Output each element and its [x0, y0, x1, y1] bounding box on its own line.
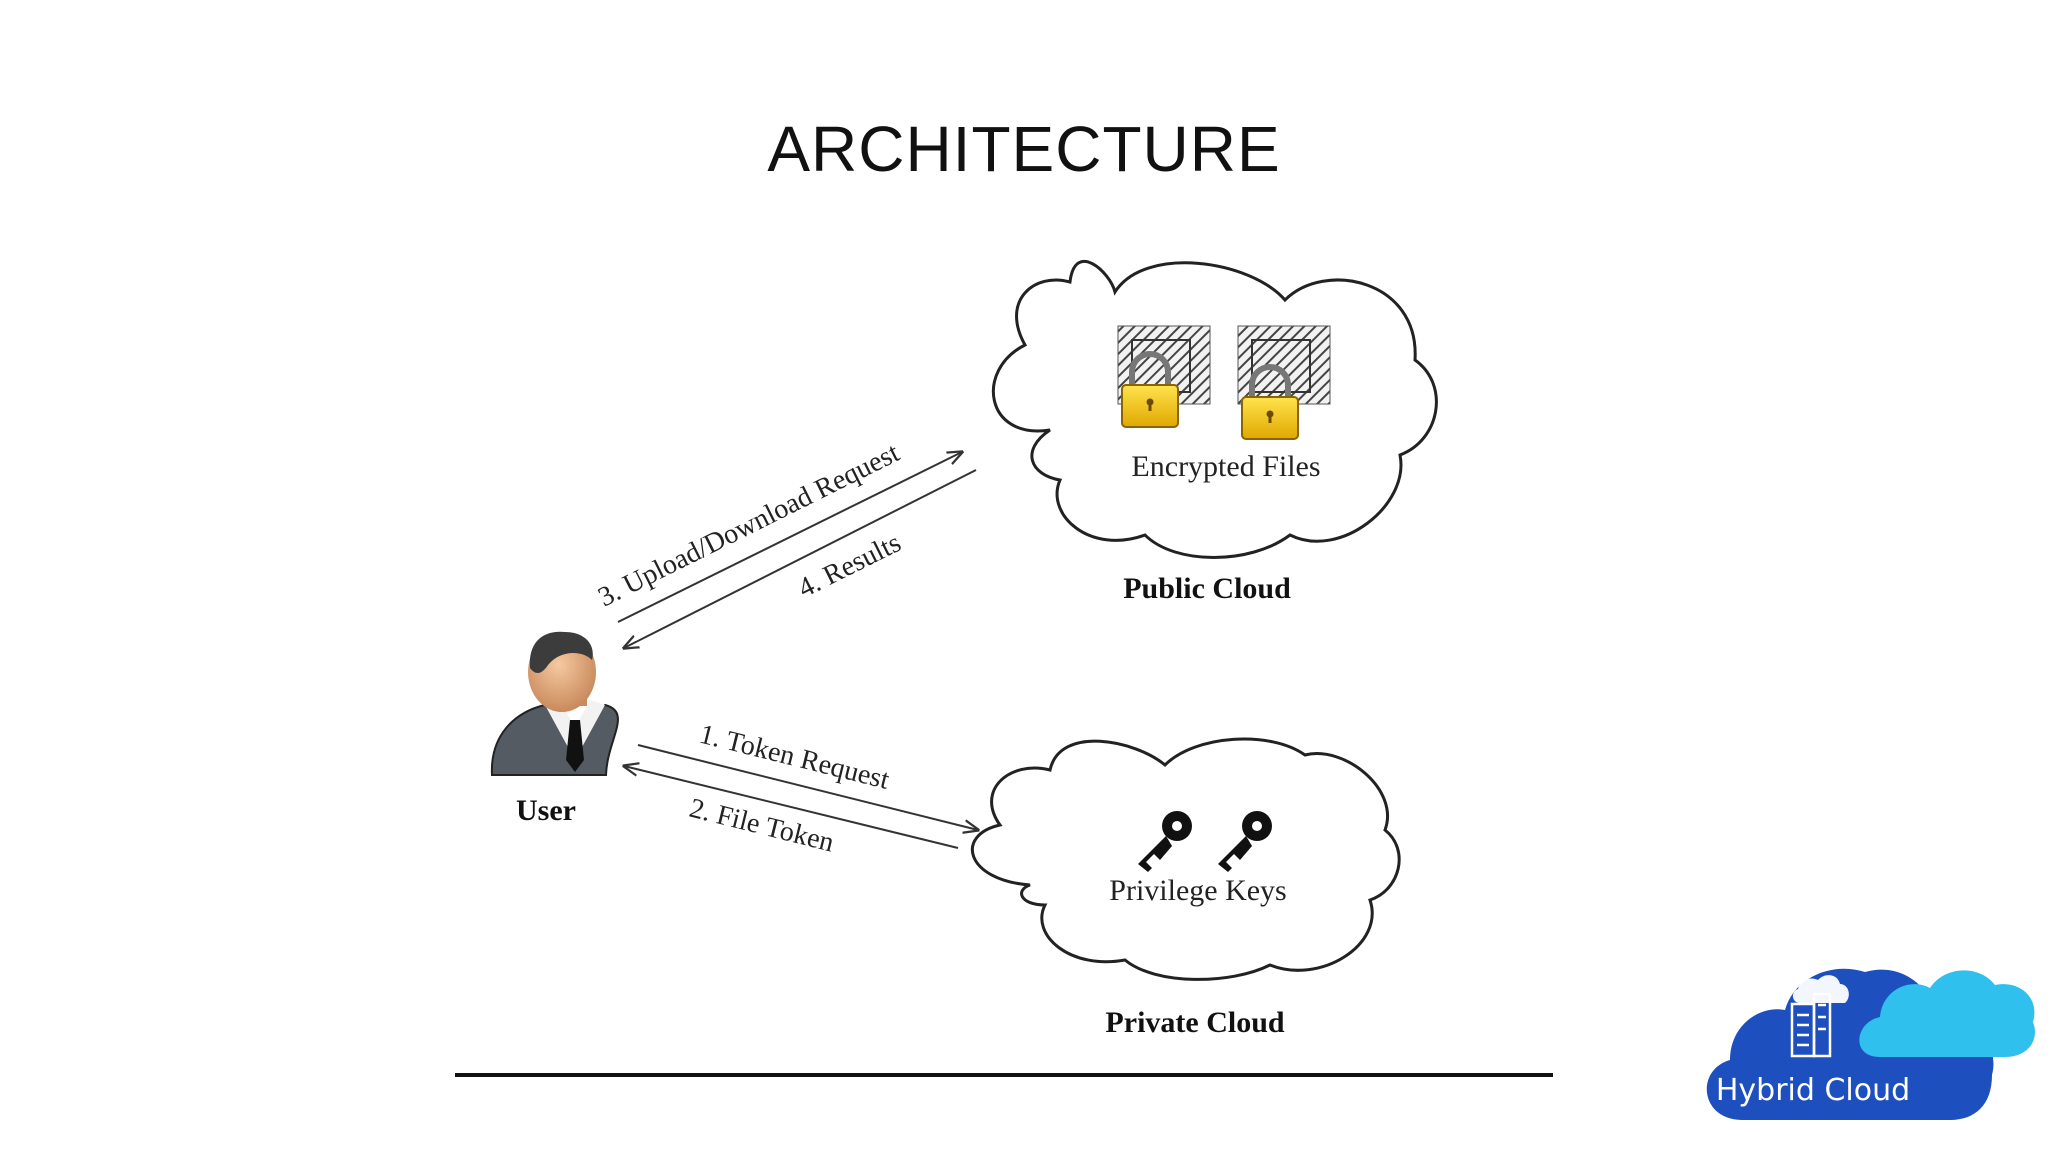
- hybrid-cloud-logo: Hybrid Cloud: [1706, 968, 2035, 1120]
- small-cloud-icon: [1792, 975, 1849, 1003]
- public-cloud-shape: [991, 259, 1438, 559]
- privilege-keys-label: Privilege Keys: [1109, 874, 1286, 907]
- slide-title: ARCHITECTURE: [767, 113, 1281, 185]
- private-cloud: Privilege Keys: [970, 737, 1401, 981]
- private-cloud-caption: Private Cloud: [1105, 1006, 1284, 1039]
- public-cloud-caption: Public Cloud: [1123, 572, 1291, 605]
- private-cloud-shape: [970, 737, 1401, 981]
- building-icon: [1790, 992, 1832, 1058]
- key-icon: [1138, 811, 1192, 872]
- encrypted-file-icon: [1117, 325, 1211, 428]
- arrow-label-file-token: 2. File Token: [686, 793, 837, 859]
- user-avatar: [490, 631, 619, 776]
- key-icon: [1218, 811, 1272, 872]
- logo-light-cloud: [1859, 970, 2035, 1057]
- encrypted-files-label: Encrypted Files: [1131, 450, 1320, 483]
- encrypted-file-icon: [1237, 325, 1331, 440]
- padlock-icon: [1129, 351, 1171, 385]
- arrow-label-upload-download-request: 3. Upload/Download Request: [593, 437, 904, 613]
- tie: [566, 720, 584, 772]
- padlock-icon: [1249, 364, 1291, 397]
- logo-text: Hybrid Cloud: [1716, 1073, 1910, 1108]
- arrow-label-results: 4. Results: [793, 527, 906, 604]
- public-cloud: Encrypted Files: [991, 259, 1438, 559]
- user-label: User: [516, 794, 576, 827]
- arrow-upload-download-request: 3. Upload/Download Request: [593, 437, 962, 623]
